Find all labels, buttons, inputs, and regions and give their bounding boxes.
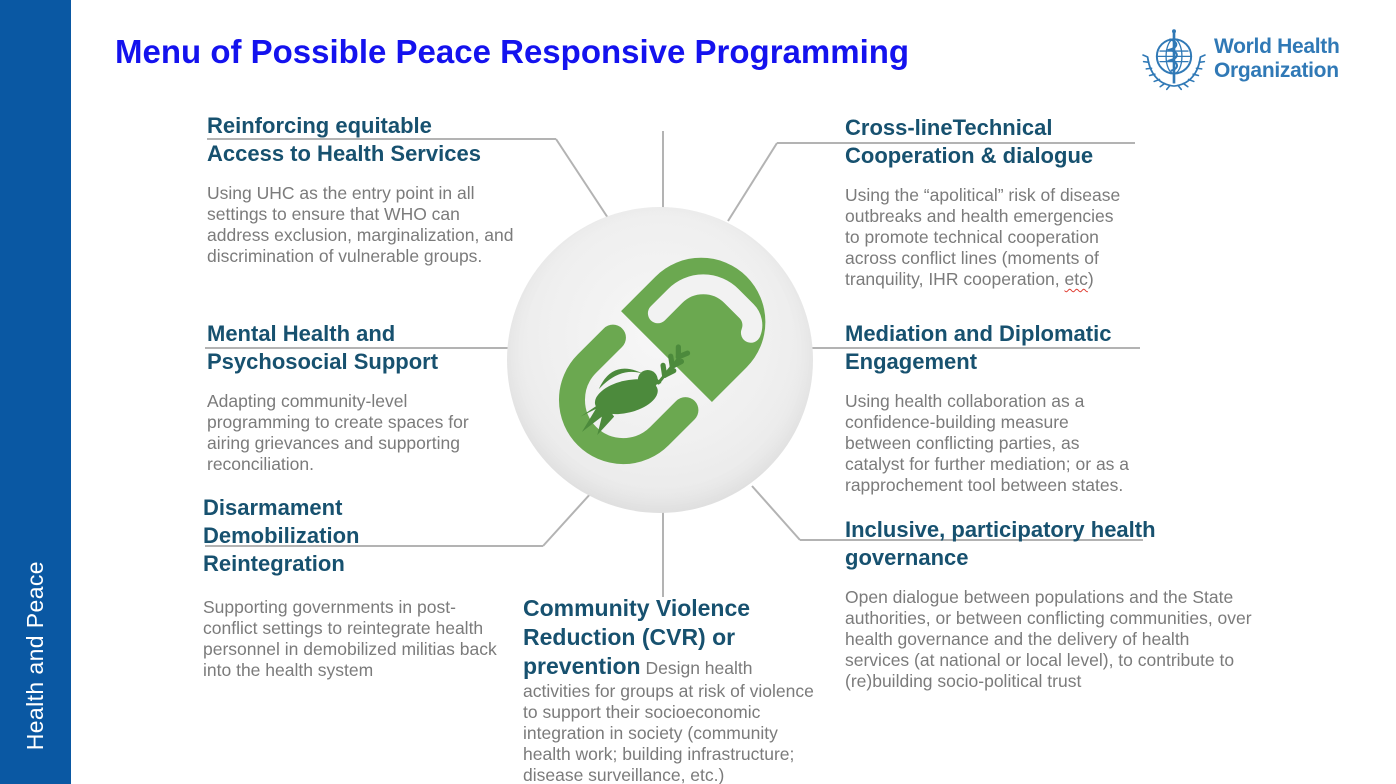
item-body: Using health collaboration as a confiden… [845, 391, 1130, 495]
capsule-bottom-half [558, 324, 699, 465]
center-hub [507, 207, 813, 513]
item-body-text: ) [1087, 269, 1094, 289]
item-disarmament-demobilization-reintegration: Disarmament Demobilization Reintegration… [203, 494, 533, 681]
item-heading: Reinforcing equitable Access to Health S… [207, 113, 481, 166]
item-heading: Mental Health and Psychosocial Support [207, 321, 439, 374]
item-body: Using the “apolitical” risk of disease o… [845, 185, 1150, 290]
item-body-text: Using the “apolitical” risk of disease o… [845, 185, 1121, 289]
connector-line [542, 491, 593, 547]
item-reinforcing-equitable-access: Reinforcing equitable Access to Health S… [207, 112, 537, 267]
spellcheck-underlined-word: etc [1064, 269, 1088, 289]
item-heading: Inclusive, participatory health governan… [845, 517, 1156, 570]
connector-line [555, 138, 609, 219]
item-body-text: Design health activities for groups at r… [523, 658, 814, 784]
olive-branch-icon [656, 344, 691, 385]
who-logo: World Health Organization [1141, 26, 1340, 92]
item-cross-line-technical-cooperation: Cross-lineTechnical Cooperation & dialog… [845, 114, 1150, 290]
sidebar-band [0, 0, 71, 784]
connector-line [727, 142, 778, 222]
item-heading: Mediation and Diplomatic Engagement [845, 321, 1112, 374]
who-logo-text: World Health Organization [1214, 35, 1340, 82]
item-body: Open dialogue between populations and th… [845, 587, 1252, 691]
item-body: Using UHC as the entry point in all sett… [207, 183, 514, 266]
item-heading: Community Violence Reduction (CVR) or pr… [523, 595, 751, 679]
item-body: Community Violence Reduction (CVR) or pr… [523, 594, 825, 784]
item-heading: Disarmament Demobilization Reintegration [203, 495, 360, 576]
page-title: Menu of Possible Peace Responsive Progra… [115, 33, 910, 70]
item-community-violence-reduction: Community Violence Reduction (CVR) or pr… [523, 594, 825, 784]
peace-pill-icon [558, 257, 766, 465]
item-mental-health-psychosocial-support: Mental Health and Psychosocial Support A… [207, 320, 537, 475]
item-body: Adapting community-level programming to … [207, 391, 469, 474]
who-emblem-icon [1142, 29, 1206, 91]
peace-dove-icon [580, 368, 662, 435]
item-inclusive-participatory-health-governance: Inclusive, participatory health governan… [845, 516, 1277, 692]
item-body: Supporting governments in post- conflict… [203, 597, 497, 680]
item-heading: Cross-lineTechnical Cooperation & dialog… [845, 115, 1094, 168]
item-mediation-diplomatic-engagement: Mediation and Diplomatic Engagement Usin… [845, 320, 1165, 496]
connector-line [751, 485, 801, 541]
